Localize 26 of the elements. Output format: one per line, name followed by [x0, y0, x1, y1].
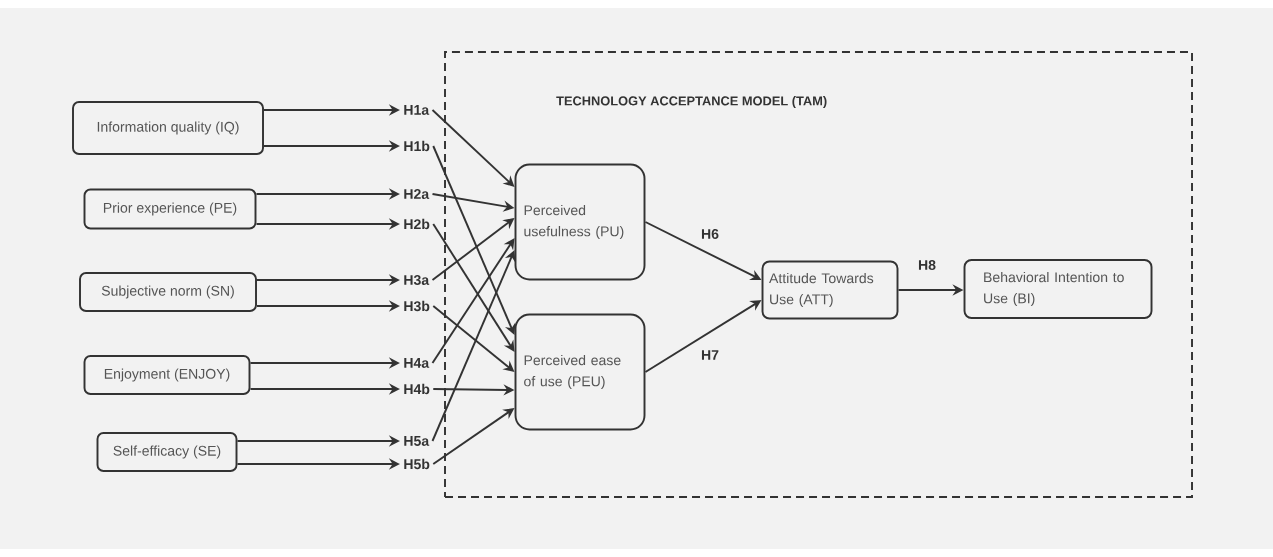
edge-label: H8 [916, 258, 938, 272]
hypothesis-label: H1a [404, 105, 430, 115]
frame-title: TECHNOLOGY ACCEPTANCE MODEL (TAM) [556, 96, 827, 108]
hypothesis-label: H3a [404, 275, 430, 285]
construct-box: Attitude Towards Use (ATT) [761, 260, 899, 320]
hypothesis-label: H1b [404, 140, 430, 152]
edge-label: H6 [699, 227, 721, 241]
construct-box: Behavioral Intention to Use (BI) [963, 259, 1153, 319]
construct-box: Perceived usefulness (PU) [514, 163, 646, 281]
factor-box: Enjoyment (ENJOY) [83, 355, 251, 395]
hypothesis-label: H4a [404, 358, 430, 368]
arrow [432, 223, 515, 352]
arrow [432, 145, 516, 335]
construct-box: Perceived ease of use (PEU) [514, 313, 646, 431]
hypothesis-label: H2a [404, 189, 430, 199]
arrow [431, 238, 515, 364]
factor-box: Subjective norm (SN) [79, 272, 257, 312]
hypothesis-label: H3b [404, 300, 430, 312]
factor-box: Information quality (IQ) [72, 101, 264, 155]
hypothesis-label: H5b [404, 458, 430, 470]
hypothesis-label: H5a [404, 436, 430, 446]
factor-box: Prior experience (PE) [83, 188, 257, 230]
hypothesis-label: H2b [404, 218, 430, 230]
hypothesis-label: H4b [404, 383, 430, 395]
edge-label: H7 [699, 348, 721, 362]
factor-box: Self-efficacy (SE) [96, 432, 238, 472]
